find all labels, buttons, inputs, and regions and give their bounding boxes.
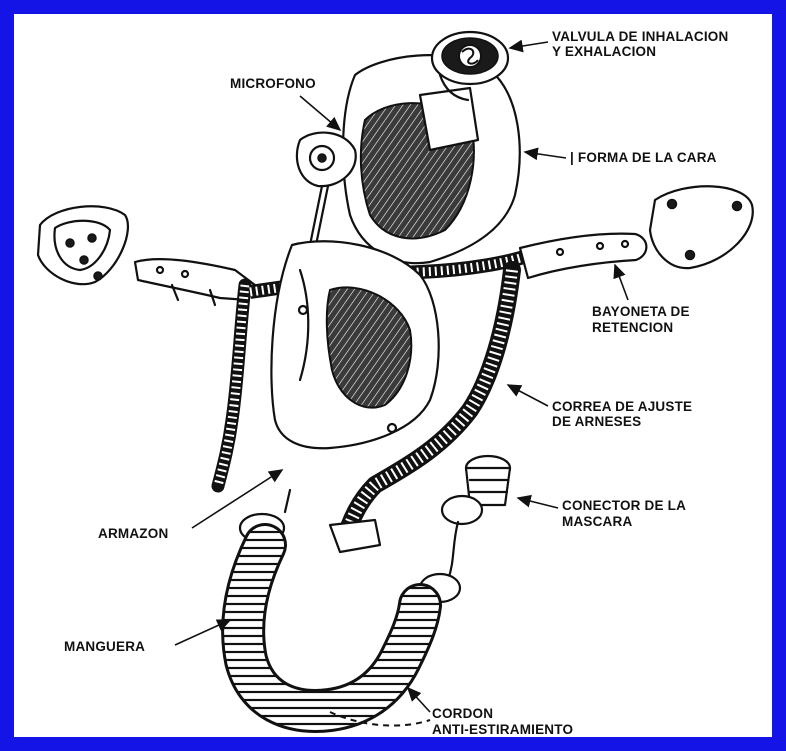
label-microfono: MICROFONO: [230, 76, 316, 91]
label-conector-2: MASCARA: [562, 514, 632, 529]
arrow-correa: [508, 385, 548, 406]
label-correa-2: DE ARNESES: [552, 414, 641, 429]
mask-shell: [271, 241, 438, 448]
right-bayonet: [520, 234, 646, 278]
label-valvula-2: Y EXHALACION: [552, 44, 656, 59]
label-correa-1: CORREA DE AJUSTE: [552, 399, 692, 414]
arrow-cordon: [408, 688, 430, 712]
arrow-forma: [525, 152, 566, 158]
left-retention-clip: [38, 206, 128, 284]
label-conector-1: CONECTOR DE LA: [562, 498, 686, 513]
arrow-conector: [518, 498, 558, 508]
arrow-bayoneta: [615, 265, 628, 300]
label-valvula-1: VALVULA DE INHALACION: [552, 29, 728, 44]
label-cordon-1: CORDON: [432, 706, 493, 721]
label-bayoneta-1: BAYONETA DE: [592, 304, 690, 319]
strap-buckle: [330, 520, 380, 552]
arrow-valvula: [510, 42, 548, 48]
label-forma: | FORMA DE LA CARA: [570, 150, 717, 165]
arrow-microfono: [300, 96, 340, 130]
label-armazon: ARMAZON: [98, 526, 168, 541]
label-bayoneta-2: RETENCION: [592, 320, 673, 335]
label-manguera: MANGUERA: [64, 639, 145, 654]
mask-connector: [420, 456, 510, 602]
label-cordon-2: ANTI-ESTIRAMIENTO: [432, 722, 573, 737]
right-retention-clip: [650, 186, 753, 268]
left-bayonet: [135, 259, 255, 305]
face-form: [343, 55, 520, 263]
